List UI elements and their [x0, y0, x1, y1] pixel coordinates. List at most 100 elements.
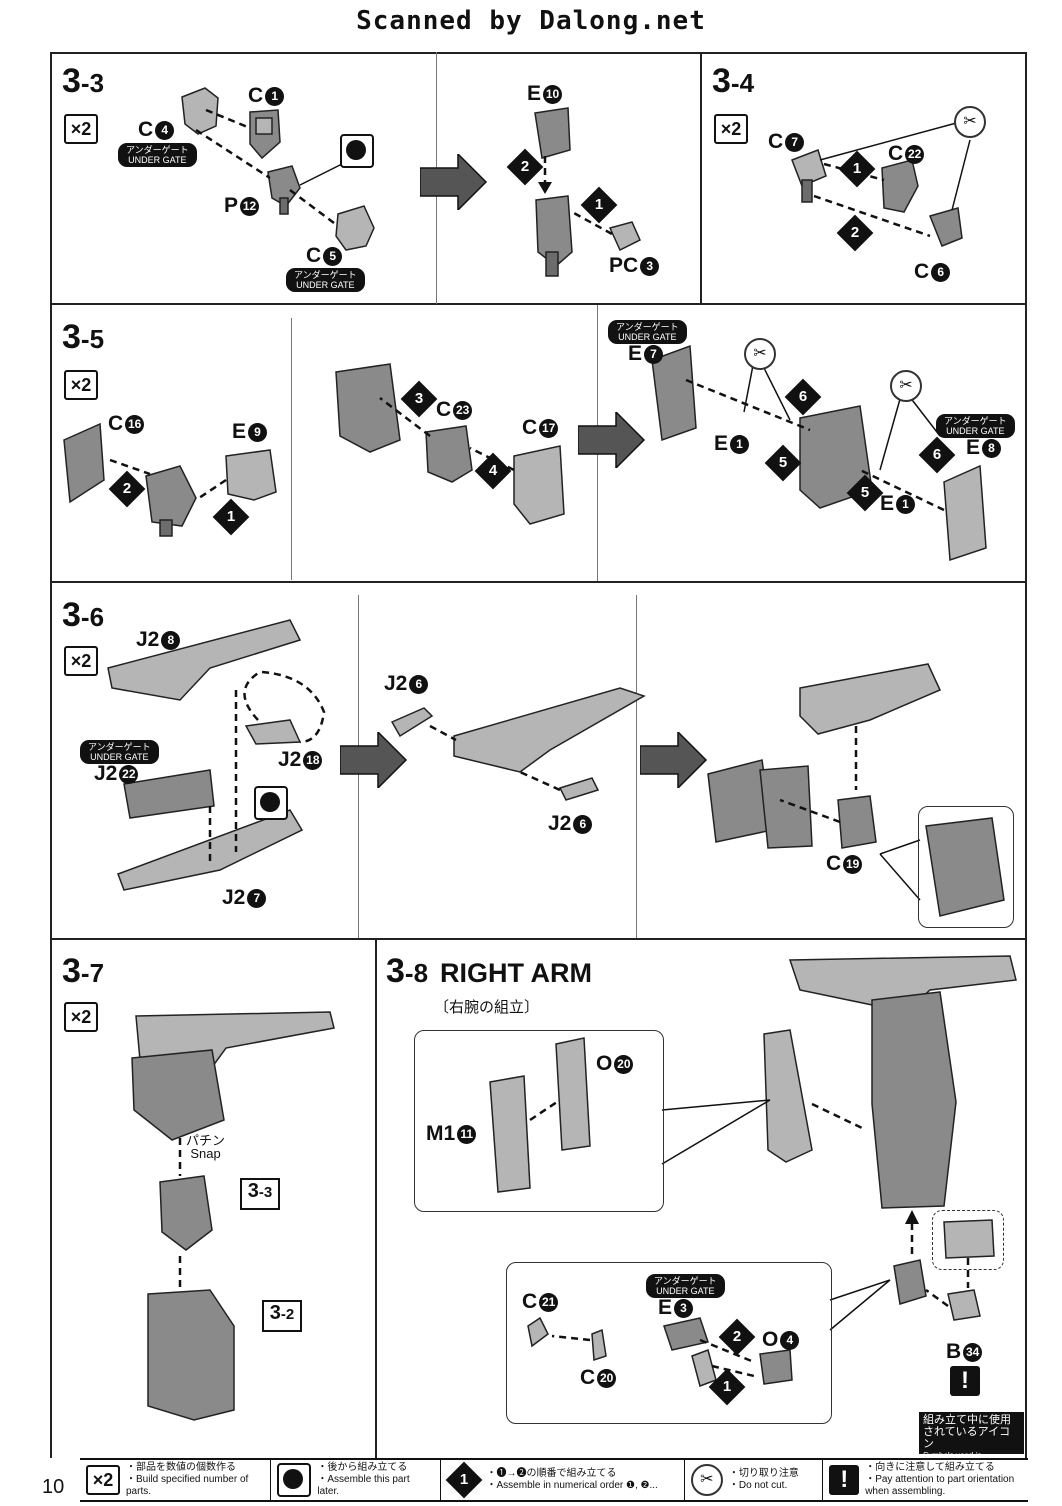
step-reference-3-2: 3-2: [262, 1300, 302, 1332]
sequence-marker: 5: [846, 474, 884, 512]
sequence-marker: 6: [784, 378, 822, 416]
step-3-4-number: 3-4: [712, 62, 755, 100]
legend-item-order: 1 ・❶→❷の順番で組み立てる・Assemble in numerical or…: [441, 1460, 685, 1500]
sequence-marker: 5: [764, 444, 802, 482]
assemble-later-icon: [340, 134, 374, 168]
multiplier-badge: ×2: [64, 1002, 98, 1032]
orientation-warning-icon: !: [829, 1465, 860, 1495]
legend-item-later: ・後から組み立てる・Assemble this part later.: [271, 1460, 441, 1500]
sequence-icon: 1: [445, 1461, 482, 1499]
detail-callout: [506, 1262, 832, 1424]
frame-divider-2: [50, 581, 1026, 583]
detail-callout: [932, 1210, 1004, 1270]
divider-3-7-3-8: [375, 938, 377, 1458]
scan-credit: Scanned by Dalong.net: [356, 6, 706, 36]
sequence-marker: 3: [400, 380, 438, 418]
multiplier-badge: ×2: [64, 646, 98, 676]
sequence-marker: 2: [718, 1318, 756, 1356]
do-not-cut-icon: ✂: [744, 338, 776, 370]
page-number: 10: [42, 1476, 65, 1498]
legend-item-multiplier: ×2 ・部品を数値の個数作る・Build specified number of…: [80, 1460, 272, 1500]
detail-callout: [918, 806, 1014, 928]
frame-divider-1: [50, 303, 1026, 305]
sequence-marker: 4: [474, 452, 512, 490]
divider-3-5-sub1: [291, 318, 292, 580]
sequence-marker: 6: [918, 436, 956, 474]
next-arrow-icon: [340, 732, 408, 788]
multiplier-icon: ×2: [86, 1465, 120, 1495]
do-not-cut-icon: ✂: [690, 1464, 723, 1496]
symbols-legend-title: 組み立て中に使用 されているアイコン Symbols used in instr…: [919, 1412, 1024, 1472]
frame-top: [50, 52, 1026, 54]
divider-3-6-sub2: [636, 595, 637, 938]
next-arrow-icon: [578, 412, 646, 468]
next-arrow-icon: [640, 732, 708, 788]
legend-bar: ×2 ・部品を数値の個数作る・Build specified number of…: [80, 1458, 1028, 1502]
frame-divider-3: [50, 938, 1026, 940]
sequence-marker: 1: [708, 1368, 746, 1406]
sequence-marker: 2: [836, 214, 874, 252]
sequence-marker: 1: [838, 150, 876, 188]
step-3-3-number: 3-3: [62, 62, 105, 100]
sequence-marker: 2: [506, 148, 544, 186]
section-title: RIGHT ARM: [440, 958, 592, 988]
assemble-later-icon: [277, 1463, 312, 1497]
legend-item-orientation: ! ・向きに注意して組み立てる・Pay attention to part or…: [823, 1460, 1028, 1500]
section-subtitle: 〔右腕の組立〕: [434, 999, 540, 1016]
step-reference-3-3: 3-3: [240, 1178, 280, 1210]
sequence-marker: 1: [212, 498, 250, 536]
detail-callout: [414, 1030, 664, 1212]
frame-right: [1025, 52, 1027, 1458]
sequence-marker: 1: [580, 186, 618, 224]
assemble-later-icon: [254, 786, 288, 820]
sequence-marker: 2: [108, 470, 146, 508]
divider-3-4: [700, 52, 702, 304]
do-not-cut-icon: ✂: [890, 370, 922, 402]
multiplier-badge: ×2: [714, 114, 748, 144]
step-3-5-number: 3-5: [62, 318, 105, 356]
step-3-8-number: 3-8: [386, 952, 429, 990]
step-3-6-number: 3-6: [62, 596, 105, 634]
orientation-warning-icon: !: [950, 1366, 980, 1396]
next-arrow-icon: [420, 154, 488, 210]
